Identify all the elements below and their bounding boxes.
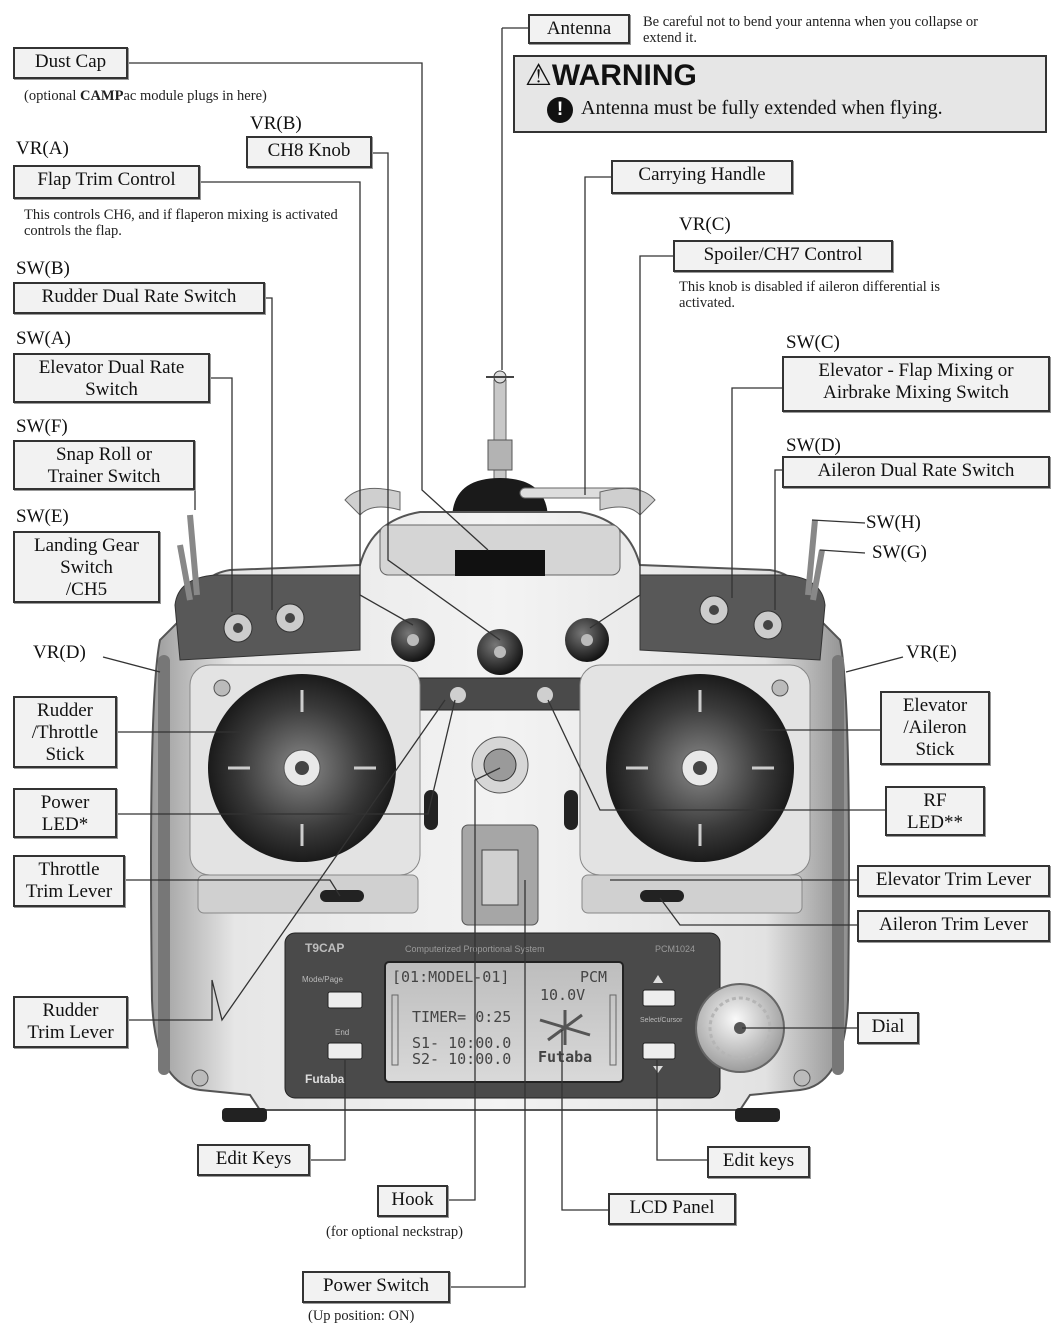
power-led-shape [450, 687, 466, 703]
right-stick-gimbal [579, 664, 811, 876]
ch8-knob-label: CH8 Knob [246, 136, 372, 168]
hook-label: Hook [377, 1185, 448, 1217]
sw-f-code: SW(F) [16, 416, 68, 437]
sw-g-code: SW(G) [872, 542, 927, 563]
mode-page-key-label: Mode/Page [302, 975, 343, 984]
warning-text: Antenna must be fully extended when flyi… [581, 97, 943, 119]
vr-e-code: VR(E) [906, 642, 957, 663]
warning-triangle-icon: ⚠ [525, 59, 552, 92]
dial-label: Dial [857, 1012, 919, 1044]
antenna-label: Antenna [528, 14, 630, 44]
edit-keys-left-label: Edit Keys [197, 1144, 310, 1176]
power-switch-label: Power Switch [302, 1271, 450, 1303]
sw-b-code: SW(B) [16, 258, 70, 279]
carrying-handle [344, 487, 656, 516]
antenna-note: Be careful not to bend your antenna when… [643, 14, 979, 46]
power-switch-note: (Up position: ON) [308, 1308, 415, 1324]
spoiler-note: This knob is disabled if aileron differe… [679, 279, 941, 311]
lcd-line-1: [01:MODEL-01] [392, 968, 509, 986]
dust-cap-label: Dust Cap [13, 47, 128, 79]
warning-panel: ⚠WARNING ! Antenna must be fully extende… [513, 55, 1047, 133]
select-cursor-label: Select/Cursor [640, 1017, 683, 1024]
aileron-trim-label: Aileron Trim Lever [857, 910, 1050, 942]
lcd-line-3: TIMER= 0:25 [412, 1008, 511, 1026]
vr-b-code: VR(B) [250, 113, 302, 134]
lcd-brand: Futaba [538, 1048, 592, 1066]
throttle-trim-lever-shape [320, 890, 364, 902]
left-stick-gimbal [189, 664, 421, 876]
lcd-panel-label: LCD Panel [608, 1193, 736, 1225]
lcd-line-5: S2- 10:00.0 [412, 1050, 511, 1068]
flap-trim-label: Flap Trim Control [13, 165, 200, 199]
sw-a-code: SW(A) [16, 328, 71, 349]
right-toggle-switches [699, 519, 825, 640]
vr-c-code: VR(C) [679, 214, 731, 235]
lcd-line-4: S1- 10:00.0 [412, 1034, 511, 1052]
flap-trim-note: This controls CH6, and if flaperon mixin… [24, 207, 338, 239]
mode-page-key[interactable] [327, 991, 363, 1009]
lcd-line-2: 10.0V [540, 986, 585, 1004]
elevator-trim-label: Elevator Trim Lever [857, 865, 1050, 897]
spoiler-label: Spoiler/CH7 Control [673, 240, 893, 272]
warning-title: ⚠WARNING [525, 59, 697, 92]
antenna-rod [486, 370, 514, 491]
sw-c-code: SW(C) [786, 332, 840, 353]
rf-led-shape [537, 687, 553, 703]
rudder-dual-rate-label: Rudder Dual Rate Switch [13, 282, 265, 314]
pcm-code-text: PCM1024 [655, 944, 695, 954]
edit-keys-right-label: Edit keys [707, 1146, 810, 1178]
dust-cap-note: (optional CAMPac module plugs in here) [24, 88, 267, 104]
lcd-screen: [01:MODEL-01] PCM 10.0V TIMER= 0:25 S1- … [384, 961, 624, 1083]
left-toggle-switches [177, 514, 305, 643]
end-key[interactable] [327, 1042, 363, 1060]
vr-a-code: VR(A) [16, 138, 69, 159]
hook-note: (for optional neckstrap) [326, 1224, 463, 1240]
vr-d-code: VR(D) [33, 642, 86, 663]
cursor-up-key[interactable] [642, 989, 676, 1007]
sw-h-code: SW(H) [866, 512, 921, 533]
aileron-dual-rate-label: Aileron Dual Rate Switch [782, 456, 1050, 488]
end-key-label: End [335, 1028, 349, 1037]
exclamation-icon: ! [547, 97, 573, 123]
sw-d-code: SW(D) [786, 435, 841, 456]
futaba-logo-text: Futaba [305, 1072, 345, 1086]
lcd-line-1b: PCM [580, 968, 607, 986]
sw-e-code: SW(E) [16, 506, 69, 527]
carrying-handle-label: Carrying Handle [611, 160, 793, 194]
cursor-down-key[interactable] [642, 1042, 676, 1060]
model-name-text: T9CAP [305, 941, 344, 955]
aileron-trim-lever-shape [640, 890, 684, 902]
dust-cap-shape [455, 550, 545, 576]
